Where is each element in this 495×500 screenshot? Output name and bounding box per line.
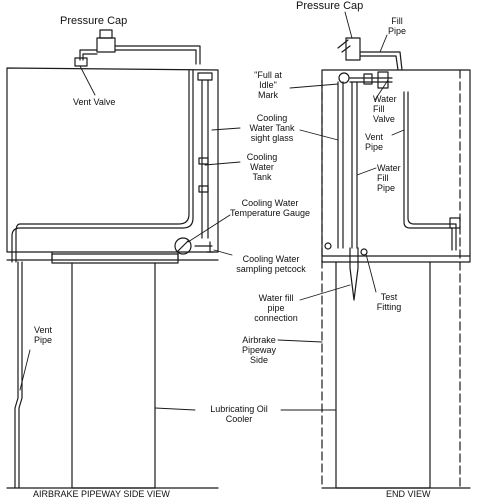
- leader-sight-glass-right: [299, 129, 339, 141]
- leader-oil-cooler-left: [154, 407, 196, 411]
- caption-end-view: END VIEW: [386, 489, 431, 499]
- leader-fill-pipe: [379, 34, 388, 53]
- label-vent-valve: Vent Valve: [73, 97, 116, 107]
- leader-vent-pipe-right: [391, 129, 405, 136]
- leader-petcock: [213, 249, 233, 256]
- end-full-mark-gauge: [338, 72, 350, 84]
- label-sampling-petcock: Cooling Water sampling petcock: [236, 254, 306, 274]
- end-test-fitting: [360, 248, 368, 256]
- end-vent-fitting: [449, 217, 461, 229]
- side-cap-pipe: [79, 45, 201, 65]
- end-petcock-dot: [324, 242, 332, 250]
- label-vent-pipe-left: Vent Pipe: [33, 325, 53, 345]
- end-fill-pipe-vertical: [351, 81, 358, 249]
- label-pressure-cap-left: Pressure Cap: [60, 15, 128, 27]
- leader-water-fill-pipe: [356, 167, 377, 176]
- end-fill-connection: [349, 247, 359, 301]
- label-test-fitting: Test Fitting: [376, 292, 402, 312]
- leader-vent-pipe-left: [19, 349, 31, 391]
- caption-side-view: AIRBRAKE PIPEWAY SIDE VIEW: [33, 489, 170, 499]
- leader-lines: [19, 11, 405, 411]
- label-airbrake-pipeway-side: Airbrake Pipeway Side: [241, 335, 277, 365]
- side-view-drawing: [6, 29, 219, 489]
- leader-fill-valve: [374, 79, 389, 101]
- label-water-fill-pipe: Water Fill Pipe: [377, 163, 401, 193]
- label-cooling-water-tank: Cooling Water Tank: [246, 152, 278, 182]
- end-tank-outline: [321, 69, 471, 263]
- end-fill-valve: [377, 71, 389, 89]
- leader-full-mark: [289, 83, 339, 89]
- label-temperature-gauge: Cooling Water Temperature Gauge: [229, 198, 311, 218]
- label-fill-pipe: Fill Pipe: [388, 16, 407, 36]
- side-oil-cooler: [71, 262, 156, 489]
- label-lubricating-oil-cooler: Lubricating Oil Cooler: [210, 404, 268, 424]
- end-view-drawing: [321, 37, 471, 489]
- side-temp-gauge: [174, 237, 192, 255]
- side-vent-pipe-down: [14, 261, 23, 489]
- side-petcock: [194, 241, 215, 253]
- side-pressure-cap-top: [99, 29, 113, 39]
- side-tank-outline: [6, 67, 219, 253]
- side-overflow-pipe-inner: [15, 69, 190, 263]
- side-valve-small-2: [198, 157, 209, 165]
- side-valve-top: [197, 72, 213, 81]
- label-sight-glass: Cooling Water Tank sight glass: [249, 113, 295, 143]
- leader-fill-connection: [299, 284, 351, 301]
- side-overflow-pipe: [11, 69, 194, 263]
- end-sight-glass: [337, 81, 344, 249]
- end-pressure-cap: [345, 37, 361, 61]
- end-fill-valve-2: [363, 73, 373, 85]
- leader-test-fitting: [365, 253, 377, 293]
- leader-cooling-tank: [204, 161, 241, 166]
- side-sight-glass: [201, 79, 209, 239]
- leader-temp-gauge: [187, 214, 231, 243]
- side-vent-valve: [74, 57, 88, 67]
- label-water-fill-connection: Water fill pipe connection: [254, 293, 298, 323]
- leader-vent-valve: [79, 65, 96, 96]
- end-top-pipe: [349, 77, 393, 83]
- label-water-fill-valve: Water Fill Valve: [373, 94, 397, 124]
- leader-airbrake-side: [277, 339, 323, 343]
- label-pressure-cap-right: Pressure Cap: [296, 0, 364, 12]
- end-vent-pipe: [403, 91, 457, 251]
- label-vent-pipe-right: Vent Pipe: [365, 132, 384, 152]
- end-pressure-cap-arm: [337, 39, 351, 53]
- leader-pressure-cap-right: [344, 11, 353, 39]
- leader-sight-glass: [211, 127, 241, 131]
- side-base-plate: [51, 253, 179, 264]
- side-temp-gauge-needle: [177, 240, 189, 252]
- side-valve-small: [198, 185, 209, 193]
- end-fill-pipe-top: [359, 51, 403, 71]
- label-full-at-idle: "Full at Idle" Mark: [254, 70, 282, 100]
- side-pressure-cap-body: [96, 37, 116, 53]
- side-pedestal: [51, 251, 179, 261]
